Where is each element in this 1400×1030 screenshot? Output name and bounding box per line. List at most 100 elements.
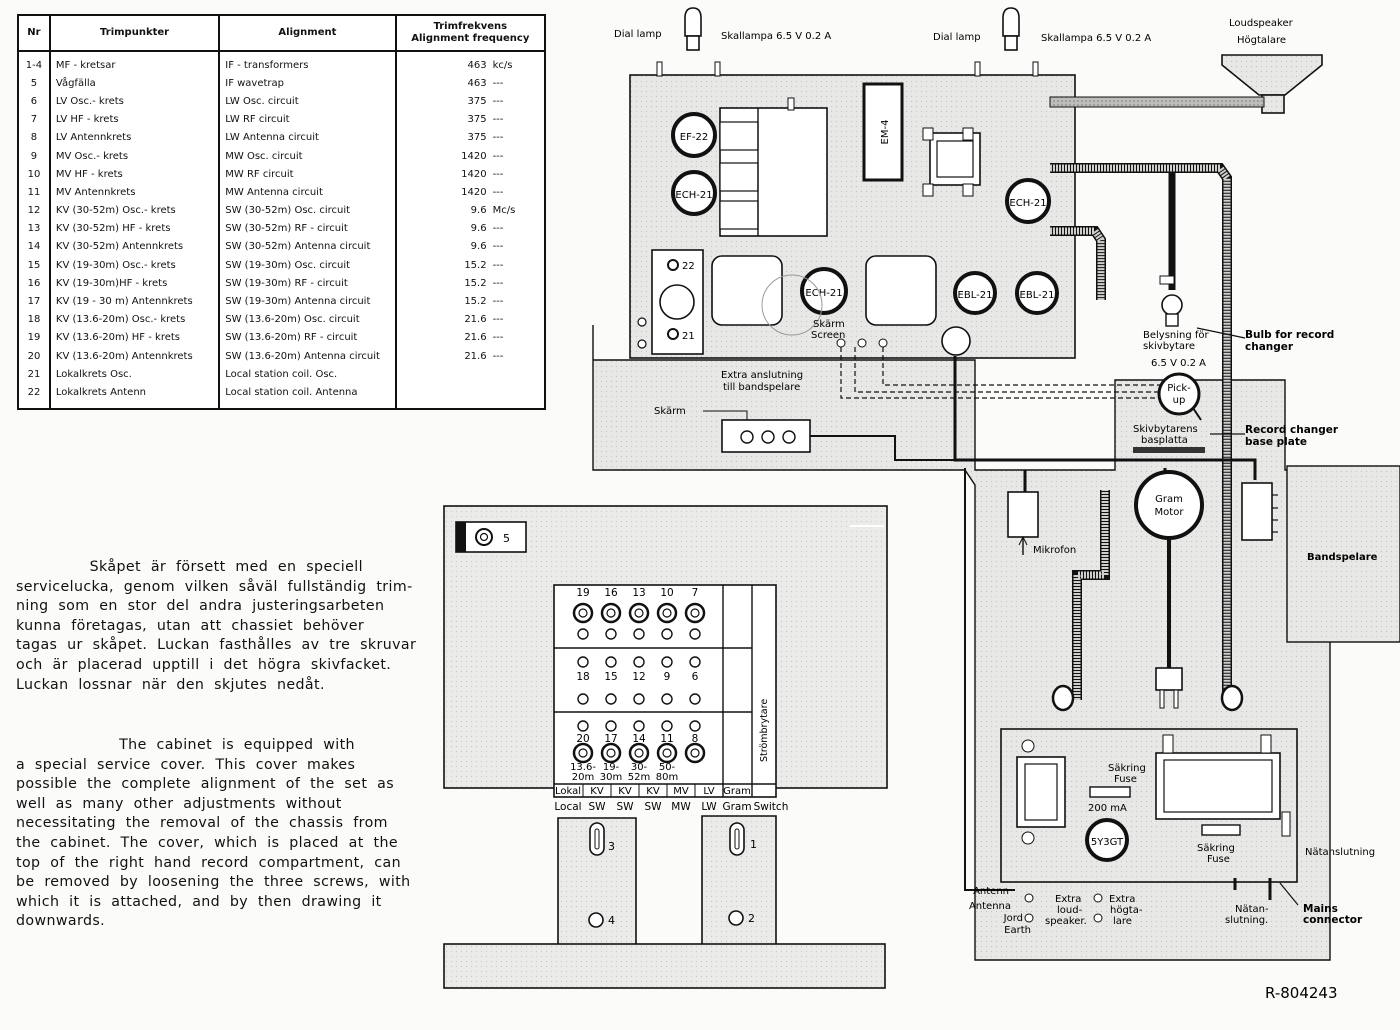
table-cell-frequency: 9.6---: [397, 220, 544, 238]
mikrofon-label: Mikrofon: [1033, 545, 1076, 556]
band-top-label: Gram: [723, 786, 751, 797]
coil-22-label: 22: [682, 261, 695, 272]
band-range-label: 19-: [603, 762, 620, 773]
tube-ech21-c-label: ECH-21: [805, 288, 842, 299]
table-cell-nr: 20: [27, 350, 41, 362]
trimmer-5-label: 5: [503, 532, 510, 545]
table-cell-trimpunkt: MV Antennkrets: [55, 186, 136, 198]
frequency-value: 21.6: [464, 350, 487, 362]
table-cell-trimpunkt: KV (13.6-20m) Osc.- krets: [55, 314, 186, 326]
table-cell-frequency: 21.6---: [397, 311, 544, 329]
frequency-unit: Mc/s: [492, 205, 516, 217]
table-cell-frequency: 375---: [397, 129, 544, 147]
trimmer-5-screw: [475, 528, 493, 546]
band-top-label: MV: [673, 786, 689, 797]
dial-lamp-1-icon: [684, 7, 702, 51]
header-freq-sv: Trimfrekvens: [433, 20, 508, 32]
band-range-label: 52m: [628, 772, 650, 783]
dial-lamp-1-label: Dial lamp: [614, 29, 662, 40]
table-cell-trimpunkt: Vågfälla: [55, 77, 96, 89]
table-cell-alignment: SW (30-52m) Osc. circuit: [225, 205, 351, 217]
tube-ef22-label: EF-22: [680, 132, 708, 143]
microphone-connector: [1007, 491, 1039, 538]
table-cell-trimpunkt: KV (19-30m)HF - krets: [55, 277, 168, 289]
table-cell-trimpunkt: KV (13.6-20m) HF - krets: [55, 332, 180, 344]
frequency-value: 1420: [461, 186, 487, 198]
band-bottom-label: Switch: [754, 801, 789, 813]
bandspelare-label: Bandspelare: [1307, 552, 1378, 563]
trimmer-number: 17: [604, 733, 617, 745]
tube-ef22: [671, 112, 717, 158]
table-cell-frequency: 375---: [397, 111, 544, 129]
rectifier-tube: [1085, 818, 1129, 862]
frequency-unit: ---: [492, 186, 504, 198]
trimmer-screw: [684, 742, 706, 764]
table-cell-trimpunkt: MV HF - krets: [55, 168, 123, 180]
bracket-left-top-label: 3: [608, 840, 615, 853]
frequency-unit: ---: [492, 277, 504, 289]
trimmer-number: 10: [660, 587, 673, 599]
trimmer-number: 7: [692, 587, 699, 599]
header-frequency: Trimfrekvens Alignment frequency: [397, 16, 544, 50]
small-transformer-icon: [922, 127, 981, 197]
frequency-value: 9.6: [470, 241, 487, 253]
frequency-value: 1420: [461, 168, 487, 180]
table-cell-alignment: SW (19-30m) RF - circuit: [225, 277, 348, 289]
frequency-value: 375: [467, 95, 487, 107]
table-cell-trimpunkt: KV (30-52m) Antennkrets: [55, 241, 184, 253]
table-cell-trimpunkt: MV Osc.- krets: [55, 150, 129, 162]
english-description: The cabinet is equipped with a special s…: [16, 737, 411, 930]
tube-ebl21-a: [953, 271, 997, 315]
table-cell-alignment: MW Antenna circuit: [225, 186, 323, 198]
band-range-label: 80m: [656, 772, 678, 783]
mains-transformer-icon: [1155, 734, 1281, 820]
trimmer-number: 19: [576, 587, 589, 599]
band-bottom-label: MW: [671, 801, 691, 813]
gram-motor: [1134, 470, 1204, 540]
table-cell-frequency: 15.2 ---: [397, 256, 544, 274]
trimmer-number: 9: [664, 671, 671, 683]
tape-recorder-connector: [1241, 482, 1273, 541]
tuning-eye-em4-label: EM-4: [880, 120, 891, 145]
table-cell-trimpunkt: KV (13.6-20m) Antennkrets: [55, 350, 193, 362]
frequency-value: 15.2: [464, 277, 487, 289]
trimmer-number: 12: [632, 671, 645, 683]
table-cell-frequency: 375---: [397, 92, 544, 110]
table-cell-nr: 11: [27, 186, 41, 198]
table-cell-trimpunkt: LV Osc.- krets: [55, 95, 124, 107]
capacitor-can-2: [865, 255, 937, 326]
natanslutning-label: Nätanslutning: [1305, 847, 1375, 858]
frequency-unit: ---: [492, 350, 504, 362]
trimmer-screw: [656, 742, 678, 764]
tube-ech21-b: [1005, 178, 1051, 224]
frequency-unit: ---: [492, 150, 504, 162]
speaker-socket: [941, 326, 971, 356]
frequency-value: 463: [467, 77, 487, 89]
band-top-label: KV: [646, 786, 660, 797]
frequency-unit: ---: [492, 259, 504, 271]
table-cell-nr: 9: [30, 150, 38, 162]
table-cell-alignment: IF wavetrap: [225, 77, 285, 89]
tube-ech21-c: [800, 267, 848, 315]
table-cell-frequency: 21.6---: [397, 329, 544, 347]
table-cell-alignment: SW (13.6-20m) Antenna circuit: [225, 350, 380, 362]
table-cell-alignment: MW RF circuit: [225, 168, 294, 180]
frequency-unit: ---: [492, 223, 504, 235]
tube-ebl21-b-label: EBL-21: [1020, 290, 1055, 301]
table-cell-nr: 22: [27, 386, 41, 398]
frequency-value: 15.2: [464, 259, 487, 271]
table-cell-frequency: 1420 ---: [397, 183, 544, 201]
band-range-label: 50-: [659, 762, 676, 773]
